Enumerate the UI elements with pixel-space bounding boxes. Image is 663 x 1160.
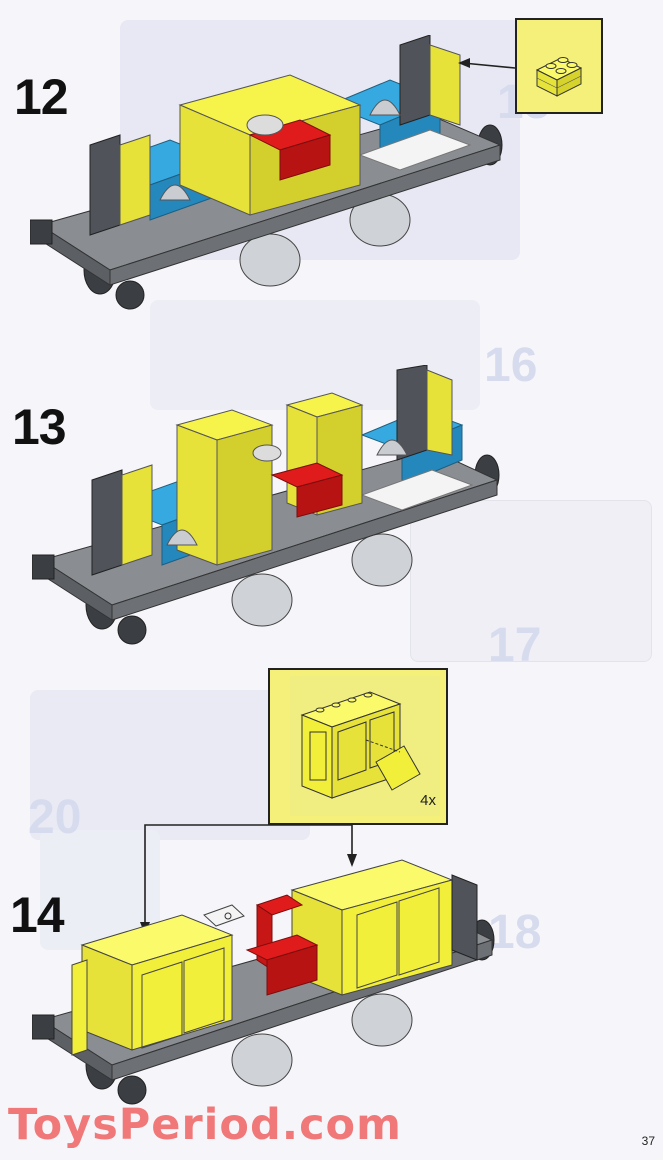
step-14-train-wagon: [32, 859, 495, 1105]
yellow-brick-2x2-icon: [535, 57, 583, 97]
step-number-14: 14: [10, 887, 65, 943]
background-step-number: 17: [488, 619, 542, 672]
background-step-number: 20: [28, 791, 82, 844]
page-number: 37: [641, 1134, 655, 1148]
step-12-parts-callout: [515, 18, 603, 114]
background-illustration: [30, 690, 310, 840]
step-number-13: 13: [12, 399, 67, 455]
background-illustration: [410, 500, 652, 662]
step-13-train-wagon: [32, 365, 500, 645]
part-quantity: 4x: [420, 792, 436, 809]
step-14-parts-callout: 4x: [268, 668, 448, 825]
step-12-train-wagon: [30, 35, 503, 310]
step-number-12: 12: [14, 69, 69, 125]
background-step-number: 16: [484, 339, 538, 392]
background-step-number: 18: [488, 906, 542, 959]
watermark: ToysPeriod.com: [8, 1100, 402, 1150]
yellow-cupboard-with-doors-icon: [290, 676, 440, 816]
